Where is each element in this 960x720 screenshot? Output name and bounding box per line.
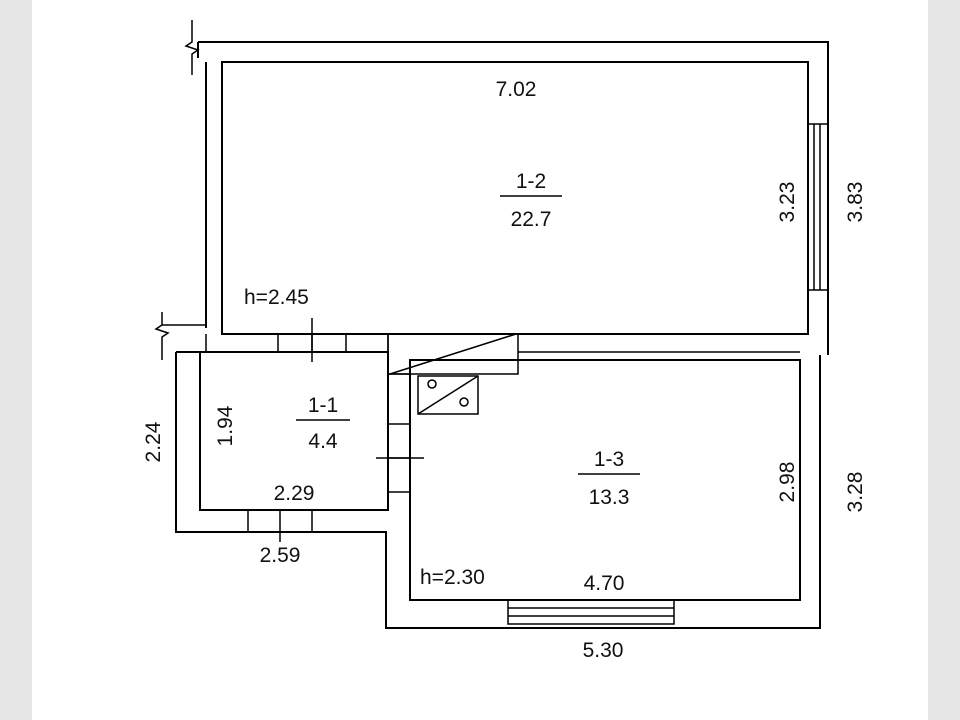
room-1-3-area: 13.3: [589, 486, 630, 509]
dimension-room12-width: 7.02: [496, 78, 537, 101]
dimension-room13-outer-height: 3.28: [844, 472, 867, 513]
window-room-1-2: [807, 123, 829, 291]
window-room-1-3: [507, 599, 675, 625]
window-room-1-1: [247, 509, 313, 542]
height-mark-room13: h=2.30: [420, 566, 485, 589]
dimension-room13-inner-width: 4.70: [584, 572, 625, 595]
room-1-1-number: 1-1: [308, 394, 338, 417]
height-mark-room11: h=2.45: [244, 286, 309, 309]
room-1-2-number: 1-2: [516, 170, 546, 193]
dimension-room11-inner-height: 1.94: [214, 405, 237, 446]
dimension-room12-inner-height: 3.23: [776, 182, 799, 223]
dimension-room11-outer-height: 2.24: [142, 421, 165, 462]
dimension-room12-outer-height: 3.83: [844, 182, 867, 223]
room-1-2-area: 22.7: [511, 208, 552, 231]
dimension-room11-outer-width: 2.59: [260, 544, 301, 567]
room-1-1-area: 4.4: [308, 430, 338, 453]
dimension-room13-outer-width: 5.30: [583, 639, 624, 662]
dimension-room13-inner-height: 2.98: [776, 462, 799, 503]
partition-1-2-to-1-1: [205, 318, 389, 362]
dimension-room11-inner-width: 2.29: [274, 482, 315, 505]
stair-block: [387, 333, 800, 415]
wall-break-marks: [154, 20, 206, 360]
room-1-3-number: 1-3: [594, 448, 624, 471]
room-fraction-bars: [296, 195, 640, 475]
room-1-3-walls: [376, 359, 801, 601]
